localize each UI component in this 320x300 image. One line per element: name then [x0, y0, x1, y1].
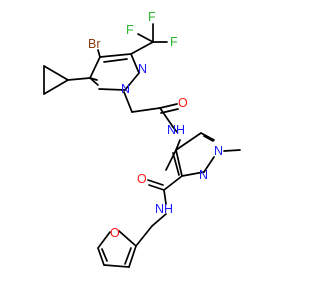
bond: [128, 245, 137, 268]
bond: [137, 33, 154, 43]
bond: [89, 56, 101, 79]
furan-oxygen-label: O: [110, 226, 120, 240]
bond: [123, 91, 133, 113]
bond: [43, 65, 69, 81]
bond: [124, 247, 132, 265]
bond: [89, 77, 99, 86]
molecule-drawing: Br F F F N N O NH N N O NH O: [43, 10, 241, 268]
bond: [118, 230, 137, 247]
bond: [175, 139, 181, 151]
bond: [97, 49, 101, 58]
bond: [203, 135, 214, 142]
bond: [175, 149, 183, 177]
bond: [200, 132, 215, 141]
bromine-label: Br: [88, 37, 101, 51]
bond: [135, 225, 153, 247]
bond: [159, 107, 174, 128]
bond-lines: [43, 23, 241, 268]
nitrogen-label: N: [214, 144, 223, 158]
bond: [151, 213, 167, 227]
bond: [97, 247, 105, 266]
nitrogen-label: N: [138, 62, 147, 76]
bond: [160, 108, 179, 114]
bond: [148, 184, 165, 191]
bond: [181, 171, 205, 177]
bond: [103, 264, 130, 268]
atom-labels: Br F F F N N O NH N N O NH O: [88, 10, 223, 240]
bond: [97, 231, 111, 249]
bond: [203, 156, 215, 173]
bond: [99, 53, 132, 58]
bond: [98, 88, 126, 91]
bond: [163, 189, 167, 205]
oxygen-label: O: [178, 96, 188, 110]
bond: [124, 72, 140, 91]
fluorine-label: F: [148, 10, 156, 24]
nitrogen-label: N: [121, 82, 130, 96]
fluorine-label: F: [170, 35, 178, 49]
bond: [103, 58, 128, 63]
bond: [147, 179, 164, 186]
bond: [130, 41, 154, 55]
bond: [172, 152, 180, 176]
fluorine-label: F: [126, 23, 134, 37]
carboxamide-nh-label: NH: [155, 202, 173, 216]
bond: [101, 248, 108, 262]
bond: [43, 79, 69, 95]
bond: [172, 126, 178, 133]
bond: [159, 103, 178, 109]
bond: [163, 175, 183, 191]
nitrogen-label: N: [199, 168, 208, 182]
amide-nh-label: NH: [167, 123, 185, 137]
oxygen-label: O: [137, 172, 147, 186]
bond: [130, 53, 140, 74]
structure-diagram: Br F F F N N O NH N N O NH O: [43, 10, 241, 268]
bond: [165, 149, 177, 171]
bond: [223, 149, 241, 152]
bond: [131, 107, 161, 113]
bond: [175, 132, 202, 151]
bond: [67, 77, 91, 81]
